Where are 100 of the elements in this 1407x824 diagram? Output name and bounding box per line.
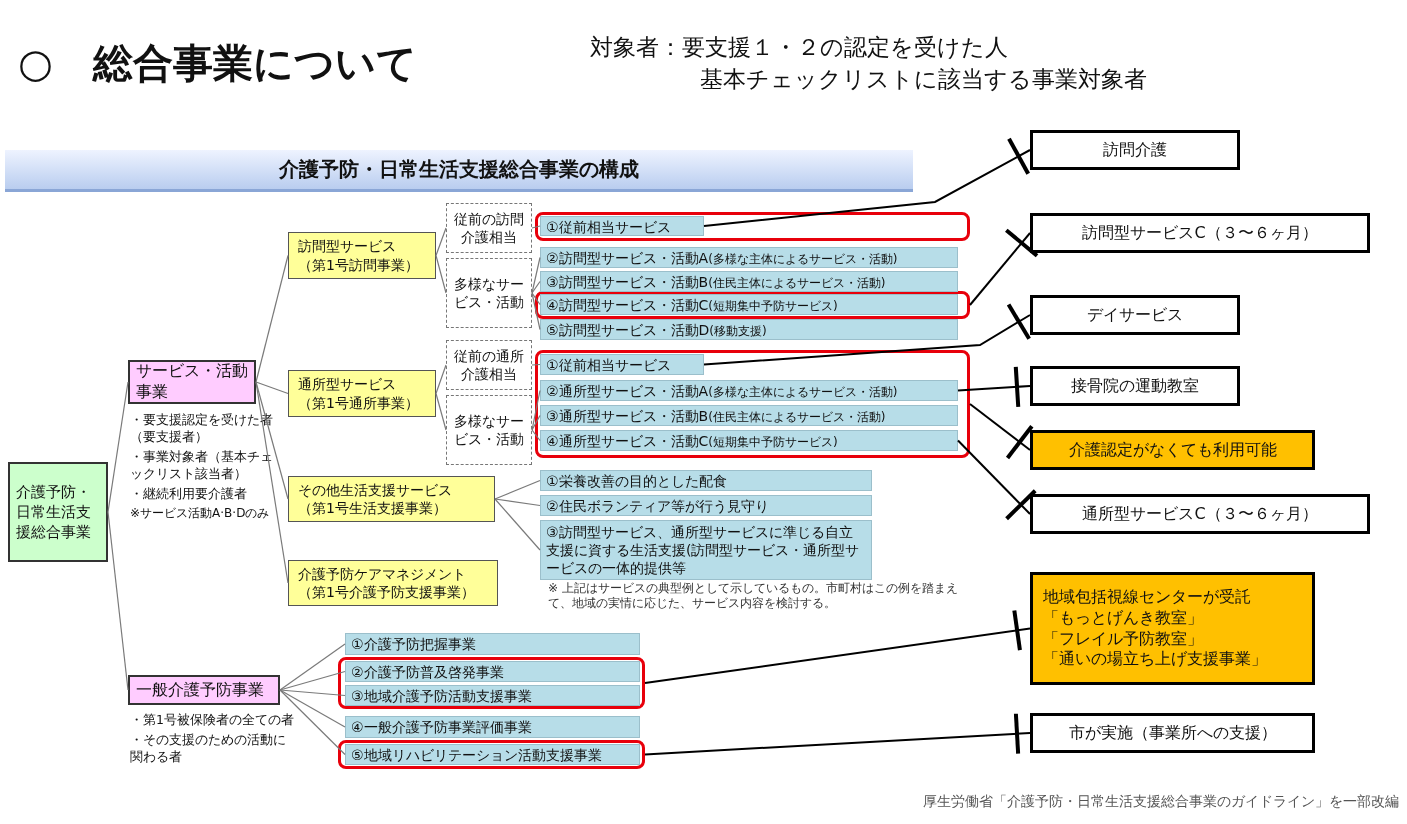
item-bar (540, 470, 872, 491)
node-subtext: 「通いの場立ち上げ支援事業」 (1043, 649, 1268, 671)
node-text: ①従前相当サービス (546, 357, 671, 373)
note-text: 対象者：要支援１・２の認定を受けた人 (590, 33, 1008, 62)
connector-line (957, 364, 1031, 409)
service-box (288, 370, 436, 417)
category-box (128, 675, 280, 705)
node-text: ②訪問型サービス・活動A (546, 250, 709, 266)
item-bar (540, 405, 958, 426)
node-text: 従前の通所介護相当 (453, 346, 525, 384)
node-text: 従前の訪問介護相当 (453, 209, 525, 247)
node-text: ①介護予防把握事業 (351, 636, 476, 652)
item-bar (540, 247, 958, 268)
connector-line (255, 381, 289, 395)
connector-line (279, 689, 346, 697)
node-text: 訪問型サービスC（３〜６ヶ月） (1082, 222, 1318, 244)
node-text: ④訪問型サービス・活動C (546, 297, 709, 313)
node-text: 介護認定がなくても利用可能 (1068, 439, 1277, 461)
note-text: ・事業対象者（基本チェックリスト該当者） (130, 448, 274, 483)
node-subtext: (短期集中予防サービス) (708, 299, 838, 313)
connector-line (531, 280, 541, 294)
item-bar (540, 294, 958, 315)
callout-box (1030, 295, 1240, 335)
connector-line (279, 689, 346, 756)
node-text: サービス・活動事業 (136, 361, 248, 403)
node-text: ③地域介護予防活動支援事業 (351, 688, 532, 704)
node-text: ③訪問型サービス・活動B (546, 274, 709, 290)
connector-line (703, 302, 1032, 366)
page-title: ○ 総合事業について (18, 39, 417, 88)
callout-box (1030, 572, 1315, 685)
group-box (446, 395, 532, 465)
connector-line (531, 429, 541, 442)
item-bar (345, 633, 640, 655)
note-text: ・第1号被保険者の全ての者 (130, 712, 295, 729)
connector-line (969, 403, 1034, 460)
connector-line (435, 364, 447, 395)
node-subtext: (移動支援) (709, 324, 767, 338)
node-text: 通所型サービス (298, 375, 397, 394)
root-box (8, 462, 108, 562)
callout-box (1030, 713, 1315, 753)
node-subtext: （第1号通所事業） (298, 393, 420, 412)
node-text: ③訪問型サービス、通所型サービスに準じる自立支援に資する生活支援(訪問型サービス・通所型サービスの一体的提供等 (546, 524, 860, 577)
service-box (288, 476, 495, 522)
node-text: ②通所型サービス・活動A (546, 383, 709, 399)
node-subtext: (多様な主体によるサービス・活動) (708, 252, 898, 266)
item-bar (345, 744, 640, 765)
group-box (446, 340, 532, 390)
connector-line (494, 479, 541, 500)
connector-line (644, 711, 1031, 756)
connector-line (531, 389, 541, 431)
node-text: ②住民ボランティア等が行う見守り (546, 498, 769, 514)
node-text: デイサービス (1087, 304, 1183, 326)
node-subtext: （第1号生活支援事業） (298, 499, 448, 518)
node-subtext: (住民主体によるサービス・活動) (708, 276, 886, 290)
node-text: 多様なサービス・活動 (453, 274, 525, 312)
connector-line (279, 689, 346, 728)
group-box (446, 203, 532, 253)
connector-line (435, 227, 447, 257)
connector-line (107, 381, 129, 513)
node-text: ⑤地域リハビリテーション活動支援事業 (351, 747, 602, 763)
node-text: ⑤訪問型サービス・活動D (546, 322, 710, 338)
node-text: 介護予防ケアマネジメント (298, 564, 467, 583)
node-text: ④一般介護予防事業評価事業 (351, 719, 532, 735)
node-text: 多様なサービス・活動 (453, 411, 525, 449)
connector-line (703, 136, 1031, 227)
connector-line (279, 643, 346, 691)
connector-line (494, 498, 541, 551)
highlight-frame (338, 657, 645, 709)
node-text: ②介護予防普及啓発事業 (351, 664, 504, 680)
callout-box (1030, 430, 1315, 470)
source-caption: 厚生労働省「介護予防・日常生活支援総合事業のガイドライン」を一部改編 (923, 793, 1399, 811)
node-subtext: （第1号訪問事業） (298, 255, 420, 274)
callout-box (1030, 213, 1370, 253)
group-box (446, 258, 532, 328)
highlight-frame (535, 212, 970, 241)
connector-line (255, 381, 289, 584)
connector-line (957, 439, 1038, 521)
header-band (5, 150, 913, 192)
item-bar (345, 661, 640, 682)
note-text: ※サービス活動A·B·Dのみ (130, 505, 271, 522)
connector-line (255, 254, 289, 383)
connector-line (531, 292, 541, 331)
item-bar (540, 354, 704, 375)
node-text: ①従前相当サービス (546, 219, 671, 235)
highlight-frame (338, 740, 645, 769)
connector-line (969, 228, 1040, 306)
node-text: 通所型サービスC（３〜６ヶ月） (1082, 503, 1318, 525)
node-text: ③通所型サービス・活動B (546, 408, 709, 424)
node-text: 訪問介護 (1103, 139, 1167, 161)
item-bar (540, 271, 958, 292)
connector-line (644, 608, 1031, 684)
node-text: ①栄養改善の目的とした配食 (546, 473, 727, 489)
connector-line (107, 511, 129, 691)
category-box (128, 360, 256, 404)
node-text: 接骨院の運動教室 (1071, 375, 1199, 397)
node-subtext: (多様な主体によるサービス・活動) (708, 385, 898, 399)
highlight-frame (535, 350, 970, 458)
node-text: 介護予防・日常生活支援総合事業の構成 (279, 156, 639, 183)
connector-line (494, 498, 541, 507)
item-bar (540, 520, 872, 580)
